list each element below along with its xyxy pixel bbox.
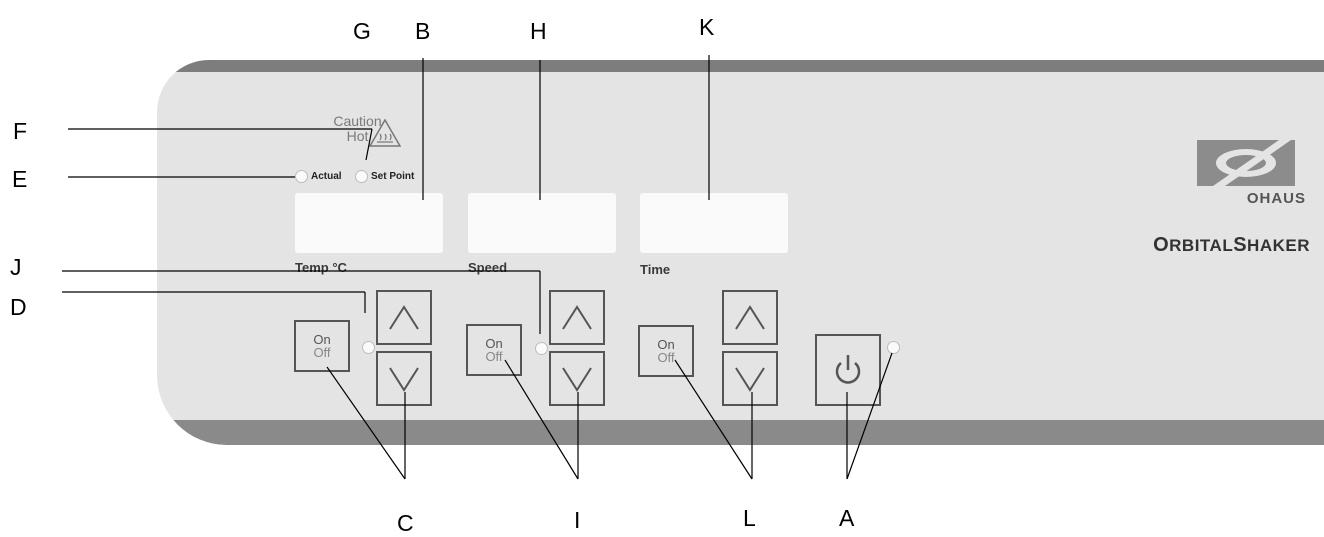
- leader-line-f-tail: [365, 128, 373, 161]
- off-text: Off: [313, 345, 331, 360]
- temp-on-off-button[interactable]: On Off: [294, 320, 350, 372]
- off-text: Off: [657, 350, 675, 365]
- panel-top-edge: [157, 60, 1324, 72]
- callout-k: K: [699, 14, 715, 40]
- caution-text: Caution: [333, 113, 382, 129]
- chevron-down-icon: [562, 366, 592, 392]
- brand-name: OHAUS: [1246, 190, 1306, 207]
- caution-hot-label: Caution Hot: [330, 114, 385, 144]
- off-text: Off: [485, 349, 503, 364]
- callout-g: G: [353, 18, 371, 44]
- temp-heat-indicator-light: [362, 341, 375, 354]
- power-button[interactable]: [815, 334, 881, 406]
- speed-display: [468, 193, 616, 253]
- callout-b: B: [415, 18, 431, 44]
- product-initial-1: O: [1153, 234, 1170, 256]
- callout-l: L: [743, 505, 756, 531]
- chevron-down-icon: [389, 366, 419, 392]
- time-label: Time: [640, 262, 671, 277]
- speed-down-button[interactable]: [549, 351, 605, 406]
- power-icon: [835, 355, 861, 384]
- callout-j: J: [10, 254, 22, 280]
- speed-on-off-button[interactable]: On Off: [466, 324, 522, 376]
- chevron-up-icon: [389, 304, 419, 330]
- callout-a: A: [839, 505, 855, 531]
- temp-up-button[interactable]: [376, 290, 432, 345]
- setpoint-indicator-light: [355, 170, 368, 183]
- callout-e: E: [12, 166, 28, 192]
- speed-up-button[interactable]: [549, 290, 605, 345]
- callout-i: I: [574, 507, 581, 533]
- actual-label: Actual: [311, 171, 342, 182]
- ohaus-logo-icon: [1197, 140, 1295, 186]
- time-down-button[interactable]: [722, 351, 778, 406]
- leader-line-a2: [846, 352, 893, 480]
- callout-h: H: [530, 18, 547, 44]
- chevron-up-icon: [735, 304, 765, 330]
- leader-line-i1: [504, 359, 579, 480]
- time-display: [640, 193, 788, 253]
- actual-indicator-light: [295, 170, 308, 183]
- time-up-button[interactable]: [722, 290, 778, 345]
- time-on-off-button[interactable]: On Off: [638, 325, 694, 377]
- panel-bottom-edge: [157, 420, 1324, 445]
- leader-line-c1: [326, 366, 406, 480]
- power-indicator-light: [887, 341, 900, 354]
- product-initial-2: S: [1233, 234, 1248, 256]
- callout-c: C: [397, 510, 414, 536]
- setpoint-label: Set Point: [371, 171, 415, 182]
- leader-line-l1: [674, 359, 753, 480]
- chevron-down-icon: [735, 366, 765, 392]
- hot-text: Hot: [346, 128, 369, 144]
- product-word-2: HAKER: [1247, 236, 1310, 255]
- product-name: ORBITALSHAKER: [1070, 234, 1310, 257]
- hot-surface-warning-icon: [368, 118, 402, 147]
- on-text: On: [657, 337, 675, 352]
- on-text: On: [485, 336, 503, 351]
- chevron-up-icon: [562, 304, 592, 330]
- callout-d: D: [10, 294, 27, 320]
- product-word-1: RBITAL: [1169, 236, 1234, 255]
- temp-down-button[interactable]: [376, 351, 432, 406]
- callout-f: F: [13, 118, 28, 144]
- speed-indicator-light: [535, 342, 548, 355]
- on-text: On: [313, 332, 331, 347]
- temp-display: [295, 193, 443, 253]
